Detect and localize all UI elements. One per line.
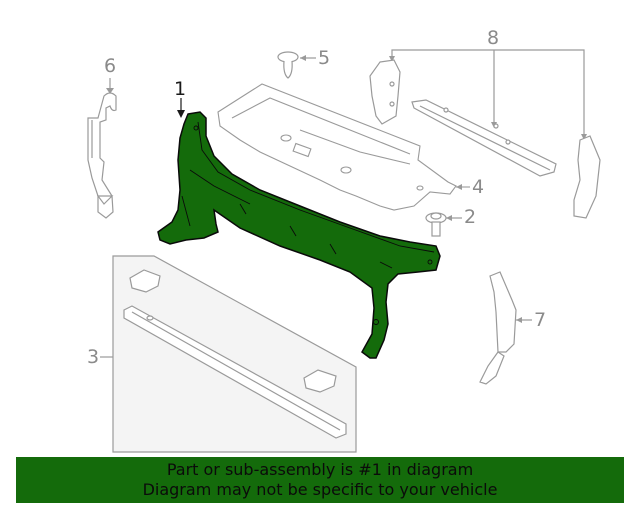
banner-line-part-number: Part or sub-assembly is #1 in diagram: [166, 460, 474, 479]
part-4-upper-shield[interactable]: [217, 83, 470, 211]
callout-2[interactable]: 2: [464, 206, 477, 228]
callout-8[interactable]: 8: [487, 27, 500, 49]
callout-5[interactable]: 5: [318, 47, 331, 69]
part-1-radiator-support[interactable]: [157, 98, 441, 359]
part-6-left-deflector[interactable]: [87, 78, 117, 219]
part-2-bolt[interactable]: [425, 212, 462, 237]
banner-line-disclaimer: Diagram may not be specific to your vehi…: [142, 480, 498, 499]
part-7-right-deflector[interactable]: [479, 271, 532, 385]
callout-4[interactable]: 4: [472, 176, 485, 198]
diagram-disclaimer-banner: Part or sub-assembly is #1 in diagram Di…: [16, 457, 624, 503]
part-3-support-kit[interactable]: [100, 255, 357, 453]
callout-1[interactable]: 1: [174, 78, 187, 100]
part-8-deflector-set[interactable]: [369, 49, 601, 219]
part-5-clip[interactable]: [277, 51, 316, 79]
callout-3[interactable]: 3: [87, 346, 100, 368]
callout-6[interactable]: 6: [104, 55, 117, 77]
callout-7[interactable]: 7: [534, 309, 547, 331]
